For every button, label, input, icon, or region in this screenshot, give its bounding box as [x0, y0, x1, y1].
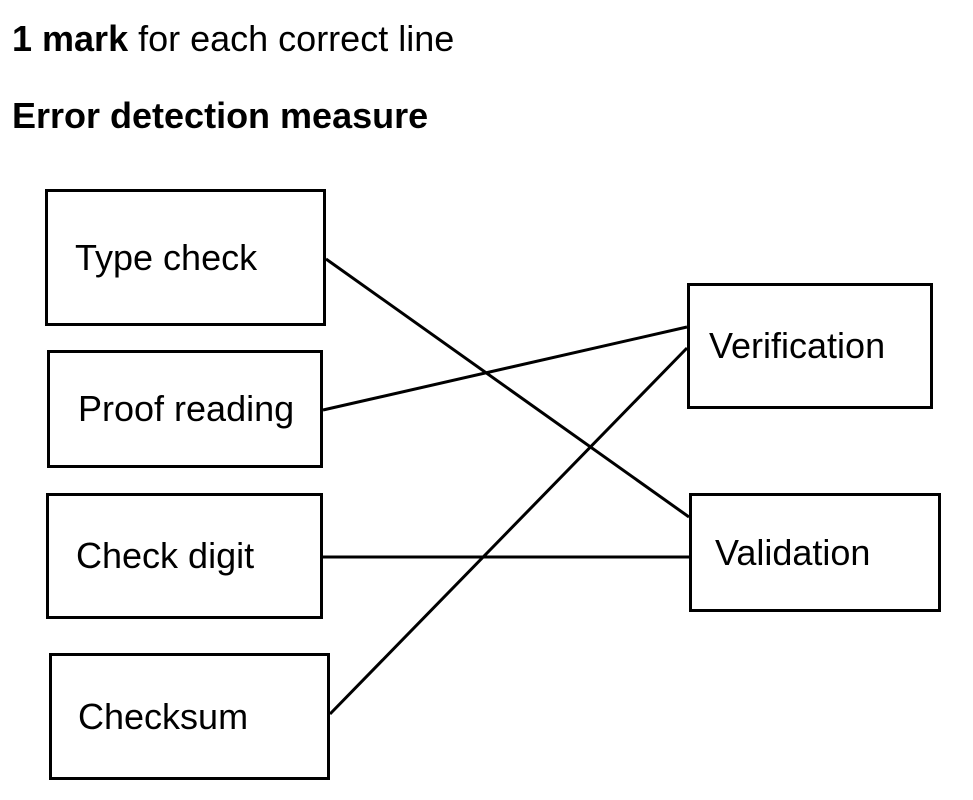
box-label-verification: Verification: [709, 325, 886, 366]
connection-type-check-to-validation: [325, 257, 690, 519]
box-check-digit: Check digit: [46, 493, 323, 619]
box-label-checksum: Checksum: [78, 695, 249, 737]
box-label-check-digit: Check digit: [76, 535, 255, 576]
connection-checksum-to-verification: [328, 346, 689, 716]
mark-value: 1 mark: [12, 18, 129, 59]
connection-proof-reading-to-verification: [322, 325, 688, 412]
box-verification: Verification: [687, 283, 933, 409]
box-label-type-check: Type check: [75, 236, 258, 278]
box-validation: Validation: [689, 493, 941, 612]
box-type-check: Type check: [45, 189, 326, 326]
mark-description: for each correct line: [128, 18, 455, 59]
box-label-proof-reading: Proof reading: [78, 388, 295, 429]
mark-allocation-text: 1 mark for each correct line: [12, 21, 454, 57]
section-heading: Error detection measure: [12, 95, 429, 136]
box-label-validation: Validation: [715, 531, 871, 573]
box-checksum: Checksum: [49, 653, 330, 780]
box-proof-reading: Proof reading: [47, 350, 323, 468]
